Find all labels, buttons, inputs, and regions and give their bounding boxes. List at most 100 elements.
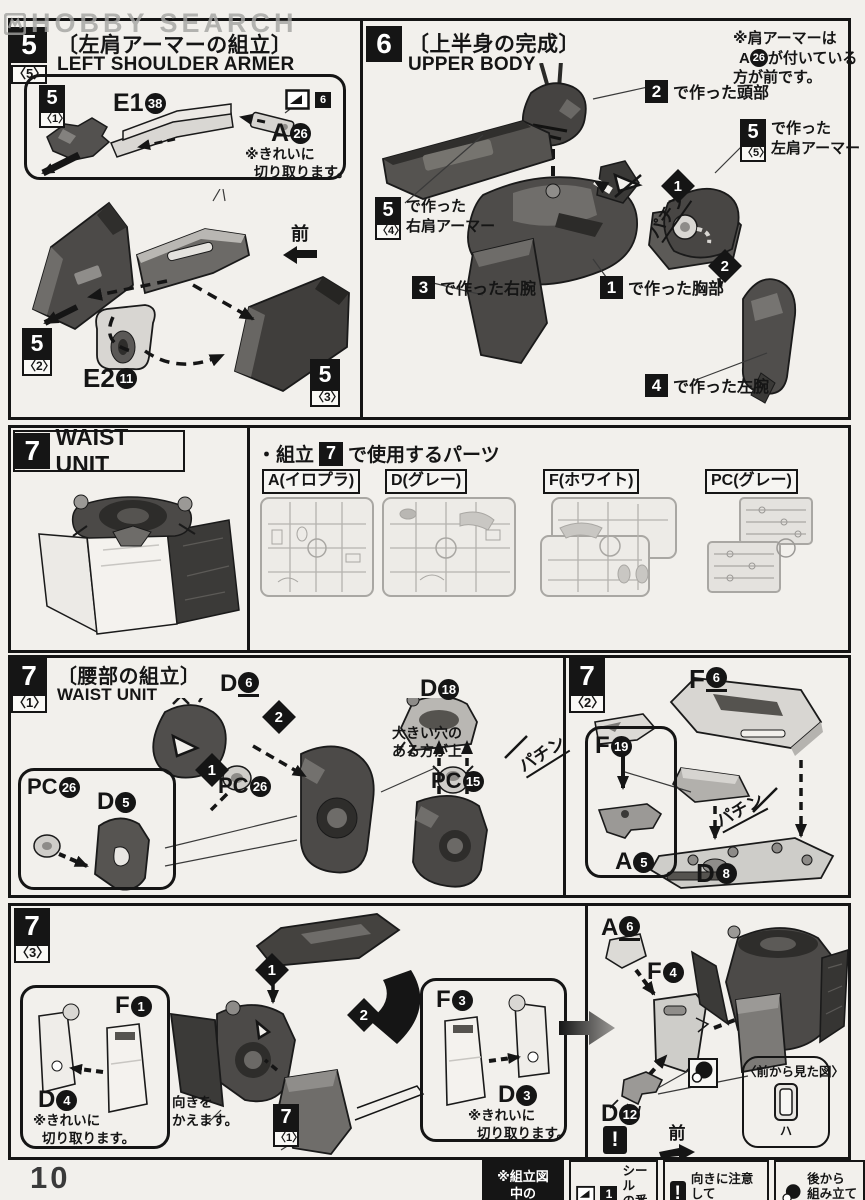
part-code: PC (431, 768, 462, 793)
step5-title-jp: 〔左肩アーマーの組立〕 (57, 34, 293, 57)
legend-orientation-text: 向きに注意して 組み立てる (691, 1172, 762, 1200)
orientation-line1: 向きを (172, 1095, 213, 1110)
ref-step-variant: 〈1〉 (273, 1130, 303, 1147)
label-text: で作った左腕 (673, 379, 770, 396)
step5-sub3-number: 5 (310, 359, 340, 389)
legend-sticker-text: シール の番号 (622, 1164, 650, 1200)
divider (360, 21, 363, 417)
label-head: 2 で作った頭部 (645, 79, 769, 103)
divider (247, 428, 250, 650)
part-code: D (38, 1086, 56, 1113)
note-line2-rest: が付いている (767, 49, 858, 67)
part-code: D (420, 675, 438, 702)
step7-3-badge-group: 7 〈3〉 (14, 908, 50, 963)
heading-pre: ・組立 (257, 445, 315, 466)
assemble-later-marker (688, 1058, 718, 1088)
part-number-badge: 4 (56, 1089, 78, 1111)
step7-3-sub-callout-left (20, 985, 170, 1149)
ref-step-number: 2 (645, 79, 668, 103)
label-left-shoulder: 5 〈5〉 で作った 左肩アーマー (740, 119, 860, 162)
front-view-title: 〈前から見た図〉 (744, 1065, 845, 1079)
f1-d4-illustration (38, 1003, 148, 1113)
step7-1-title-jp: 〔腰部の組立〕 (57, 666, 201, 688)
sticker-number: 6 (315, 91, 331, 108)
sticker-icon (576, 1185, 596, 1200)
step5-sub3-badge-group: 5 〈3〉 (310, 359, 343, 407)
part-label-a26: A 26 (271, 119, 312, 148)
label-left-arm: 4 で作った左腕 (645, 373, 769, 397)
label-right-shoulder: 5 〈4〉 で作った 右肩アーマー (375, 197, 495, 240)
part-label-f4: F 4 (647, 958, 684, 986)
step7-3-left-illustration (169, 913, 425, 1155)
runner-pc-illustration (707, 497, 813, 593)
legend-orientation-line1: 向きに注意して (690, 1171, 754, 1200)
legend-later-cell: 後から 組み立てる (773, 1160, 865, 1200)
ref-step-number: 5 (375, 197, 401, 223)
runner-label-d: D(グレー) (385, 469, 468, 494)
part-label-d3: D 3 (498, 1081, 538, 1109)
part-number-badge: 19 (610, 735, 632, 757)
label-line1: で作った (771, 120, 832, 137)
part-label-d8: D 8 (696, 858, 737, 889)
part-label-f3: F 3 (436, 986, 473, 1014)
part-code: D (601, 1100, 619, 1127)
part-code: A (601, 914, 619, 941)
part-code: D (498, 1081, 516, 1108)
part-number-badge: 18 (438, 678, 460, 700)
part-label-e1: E1 38 (113, 89, 166, 118)
step7-3-right-illustration (605, 925, 849, 1117)
step7-1-badge-group: 7 〈1〉 (11, 658, 47, 713)
step7-number-badge: 7 (15, 433, 50, 469)
part-label-f19: F 19 (595, 732, 632, 760)
band-step7-1-2: 7 〈1〉 〔腰部の組立〕 WAIST UNIT (8, 655, 851, 898)
part-number-badge: 6 (705, 667, 727, 688)
label-text: で作った 右肩アーマー (406, 197, 495, 240)
part-code: D (220, 670, 238, 697)
front-direction: 前 (283, 220, 317, 266)
orientation-note: 向きを かえます。 (172, 1094, 238, 1129)
step5-sub1-variant: 〈1〉 (39, 111, 69, 128)
part-label-d4: D 4 (38, 1086, 78, 1114)
part-label-pc26-a: PC 26 (27, 774, 80, 800)
step7-title-box: 7 WAIST UNIT (13, 424, 185, 477)
part-number-badge: 38 (144, 93, 166, 114)
part-number-badge: 26 (249, 775, 271, 797)
label-line2: 右肩アーマー (406, 217, 496, 235)
front-view-mark: ハ (779, 1124, 792, 1138)
step6-number-badge: 6 (366, 26, 402, 62)
step5-sub1-badge-group: 5 〈1〉 (39, 85, 69, 128)
hole-note-line1: 大きい穴の (392, 725, 462, 741)
part-number-badge: 4 (662, 961, 684, 983)
cut-note-2: ※きれいに 切り取ります。 (468, 1107, 570, 1142)
step7-1-ref-badge-group: 7 〈1〉 (273, 1104, 303, 1147)
part-number-badge: 5 (115, 791, 137, 813)
step7-2-illustration (594, 677, 835, 889)
part-label-d6: D 6 (220, 670, 260, 698)
part-number-badge: 26 (58, 776, 80, 798)
hole-note-line2: ある方が上 (392, 743, 462, 760)
ref-step-number: 1 (600, 275, 623, 299)
runner-a-illustration (260, 497, 374, 597)
cut-note-line2: 切り取ります。 (254, 164, 351, 181)
part-number-badge: 3 (516, 1084, 538, 1106)
label-text: で作った 左肩アーマー (771, 119, 860, 162)
next-step-arrow (559, 1011, 615, 1045)
step7-3-variant: 〈3〉 (14, 944, 50, 963)
part-number-badge: 6 (238, 671, 260, 693)
runner-d-illustration (382, 497, 516, 597)
legend-title: ※組立図中の 記号説明 (482, 1160, 564, 1200)
part-label-d18: D 18 (420, 675, 460, 703)
part-label-f1: F 1 (115, 992, 152, 1020)
cut-note-line2: 切り取ります。 (42, 1130, 136, 1146)
front-view-part-icon (774, 1083, 798, 1121)
part-number-badge: 1 (130, 995, 152, 1017)
waist-unit-illustration (38, 494, 240, 635)
part-number-badge: 3 (451, 989, 473, 1011)
part-code: A (615, 848, 633, 875)
ref-badge-group: 5 〈4〉 (375, 197, 405, 240)
assemble-later-icon (691, 1061, 713, 1083)
step5-sub1-illustration (41, 98, 304, 177)
hobby-search-logo-icon (4, 12, 26, 35)
part-number-badge: 11 (115, 368, 137, 389)
label-text: で作った右腕 (440, 281, 537, 298)
